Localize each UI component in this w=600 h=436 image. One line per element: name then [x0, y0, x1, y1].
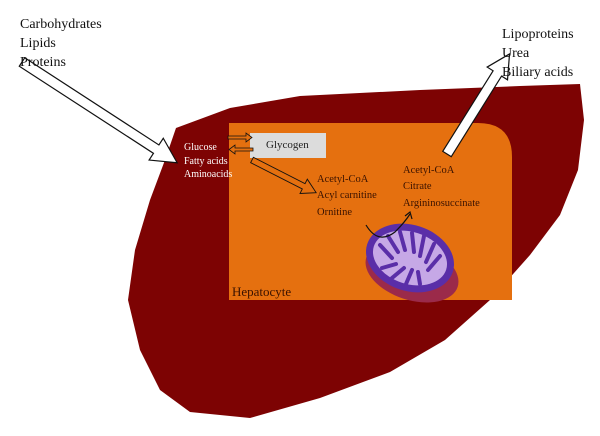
mito-metabolites-list: Acetyl-CoA Citrate Argininosuccinate: [403, 163, 480, 212]
glucose-to-glycogen-arrow-icon: [227, 132, 253, 143]
glycogen-to-glucose-arrow-icon: [228, 144, 254, 155]
input-lipids: Lipids: [20, 35, 56, 51]
cytosol-metabolites-list: Acetyl-CoA Acyl carnitine Ornitine: [317, 172, 377, 221]
input-nutrients-list: Carbohydrates Lipids Proteins: [20, 16, 102, 73]
glucose-label: Glucose: [184, 142, 217, 153]
input-carbohydrates: Carbohydrates: [20, 17, 102, 32]
citrate-label: Citrate: [403, 181, 432, 193]
glycogen-label: Glycogen: [266, 139, 309, 151]
aminoacids-label: Aminoacids: [184, 169, 233, 180]
ornitine-label: Ornitine: [317, 206, 352, 218]
hepatocyte-label: Hepatocyte: [232, 284, 292, 299]
argininosuccinate-label: Argininosuccinate: [403, 197, 480, 209]
input-arrow-icon: [18, 56, 179, 164]
mito-acetyl-coa-label: Acetyl-CoA: [403, 165, 455, 176]
mitochondrion-icon: [365, 223, 459, 303]
output-lipoproteins: Lipoproteins: [502, 27, 574, 42]
blood-metabolites-list: Glucose Fatty acids Aminoacids: [184, 141, 232, 182]
output-products-list: Lipoproteins Urea Biliary acids: [502, 26, 574, 83]
fatty-acids-label: Fatty acids: [184, 155, 228, 167]
acetyl-coa-label: Acetyl-CoA: [317, 174, 369, 185]
glycogen-box: [250, 133, 326, 158]
curved-arrow-icon: [365, 213, 411, 238]
output-biliary-acids: Biliary acids: [502, 64, 574, 80]
input-proteins: Proteins: [20, 54, 66, 70]
acyl-carnitine-label: Acyl carnitine: [317, 190, 377, 202]
output-arrow-icon: [441, 52, 511, 158]
output-urea: Urea: [502, 45, 530, 61]
cytosol-arrow-icon: [250, 156, 317, 194]
